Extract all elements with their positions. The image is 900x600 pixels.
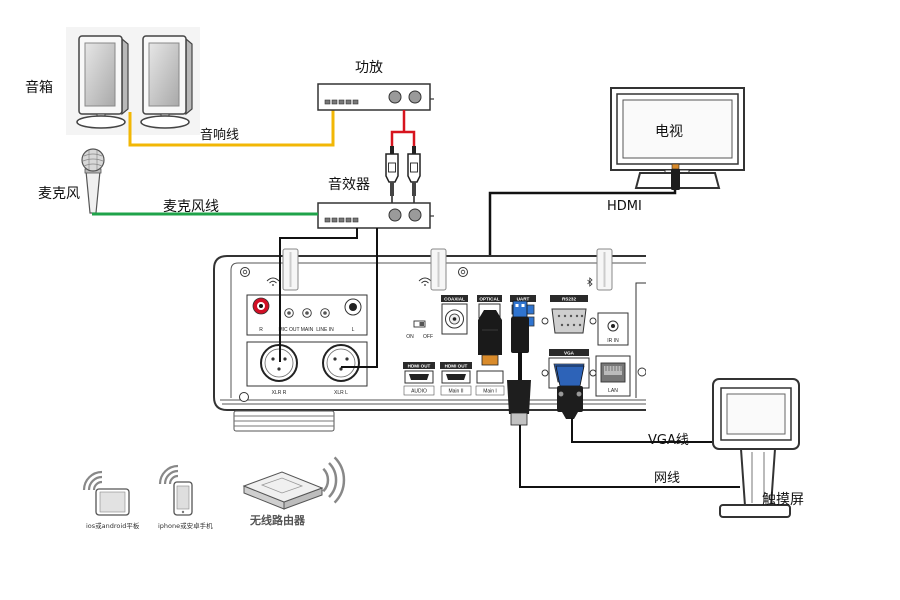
wifi-icon	[82, 470, 103, 491]
label-off: OFF	[423, 334, 433, 340]
hdmi-cable	[488, 190, 677, 312]
network-cable-label: 网线	[654, 471, 680, 486]
amplifier-buttons	[324, 99, 359, 105]
analog-audio-block: R MIC OUT MAIN LINE IN L	[246, 294, 368, 336]
label-optical: OPTICAL	[479, 296, 499, 301]
effects-knob-left	[388, 208, 402, 222]
label-on: ON	[406, 334, 414, 340]
power-icon	[240, 267, 250, 277]
wifi-icon	[266, 277, 280, 286]
hdmi-main1-port: Main I	[475, 370, 505, 396]
label-main: MAIN	[301, 327, 314, 333]
xlr-l-jack	[322, 344, 360, 382]
tv	[610, 87, 745, 189]
network-cable	[519, 425, 740, 488]
vga-cable	[571, 418, 726, 443]
label-main-2: Main II	[448, 389, 463, 395]
rca-jack-r	[252, 297, 270, 315]
label-coaxial: COAXIAL	[444, 296, 465, 301]
vga-cable-label: VGA线	[648, 433, 689, 448]
effects-knob-right	[408, 208, 422, 222]
usb-plug	[511, 300, 529, 381]
usb-lan-adapter	[507, 380, 531, 426]
effects-processor-buttons	[324, 217, 359, 223]
antenna-right	[596, 248, 613, 291]
router	[242, 456, 346, 510]
hdmi-out-main2-port: HDMI OUT Main II	[440, 362, 472, 396]
xlr-l-cable	[341, 228, 378, 368]
xlr-r-cable	[279, 228, 358, 362]
effects-processor-label: 音效器	[328, 176, 370, 193]
label-lan: LAN	[608, 388, 618, 394]
effects-processor	[317, 202, 434, 229]
router-label: 无线路由器	[249, 513, 306, 527]
rca-cable	[390, 110, 416, 150]
touch-screen-display	[726, 393, 786, 435]
coaxial-port: COAXIAL	[441, 295, 468, 335]
touch-screen-label: 触摸屏	[762, 492, 804, 508]
speakers	[66, 27, 200, 135]
xlr-block: XLR R XLR L	[246, 341, 368, 396]
speaker-right	[140, 35, 193, 129]
power-icon	[458, 267, 468, 277]
audio-cable-label: 音响线	[200, 127, 239, 143]
panel-screw-icon	[239, 392, 249, 402]
label-mic-out: MIC OUT	[278, 327, 299, 333]
label-ir-in: IR IN	[607, 338, 619, 344]
wifi-icon	[158, 464, 179, 485]
label-vga: VGA	[564, 350, 575, 355]
wifi-icon	[418, 277, 432, 286]
vga-plug	[555, 365, 585, 419]
hdmi-cable-label: HDMI	[607, 199, 642, 214]
rca-jack-l	[344, 298, 362, 316]
power-switch: ON OFF	[406, 320, 433, 340]
tv-hdmi-plug	[671, 163, 680, 190]
audio-cable	[128, 110, 335, 147]
amplifier-knob-right	[408, 90, 422, 104]
microphone-label: 麦克风	[38, 186, 80, 202]
speaker-left	[76, 35, 129, 129]
rs232-port: RS232	[541, 295, 597, 334]
label-r: R	[259, 327, 263, 333]
label-main-1: Main I	[483, 389, 497, 395]
label-l: L	[352, 327, 355, 333]
antenna-left	[282, 248, 299, 291]
tv-screen	[622, 99, 733, 159]
phone	[158, 464, 193, 516]
bluetooth-icon	[587, 277, 593, 287]
rca-plug-right	[407, 146, 421, 203]
speakers-label: 音箱	[25, 79, 53, 96]
label-hdmi-out-a: HDMI OUT	[408, 363, 431, 368]
antenna-middle	[430, 248, 447, 291]
line-in-jack	[320, 308, 330, 318]
amplifier-knob-left	[388, 90, 402, 104]
label-xlr-r: XLR R	[272, 390, 287, 396]
ir-in-port: IR IN	[597, 312, 629, 346]
amplifier	[317, 83, 434, 111]
mic-out-jack	[284, 308, 294, 318]
wifi-icon	[322, 456, 346, 504]
hdmi-out-audio-port: HDMI OUT AUDIO	[403, 362, 435, 396]
microphone	[81, 148, 105, 214]
label-hdmi-out-b: HDMI OUT	[445, 363, 468, 368]
label-uart: UART	[517, 296, 530, 301]
label-line-in: LINE IN	[316, 327, 334, 333]
main-jack	[302, 308, 312, 318]
tablet	[82, 470, 130, 516]
tv-label: 电视	[655, 124, 683, 140]
amplifier-label: 功放	[355, 60, 383, 76]
touch-screen	[712, 378, 800, 518]
tablet-label: ios或android平板	[86, 521, 140, 530]
label-audio: AUDIO	[411, 389, 427, 395]
mic-cable-label: 麦克风线	[163, 199, 219, 215]
hdmi-plug	[478, 310, 502, 366]
panel-right-section	[635, 282, 646, 398]
rca-plug-left	[385, 146, 399, 203]
lan-port: LAN	[595, 355, 631, 397]
phone-label: iphone或安卓手机	[158, 521, 213, 530]
player-foot	[233, 410, 335, 432]
label-xlr-l: XLR L	[334, 390, 348, 396]
label-rs232: RS232	[562, 296, 576, 301]
